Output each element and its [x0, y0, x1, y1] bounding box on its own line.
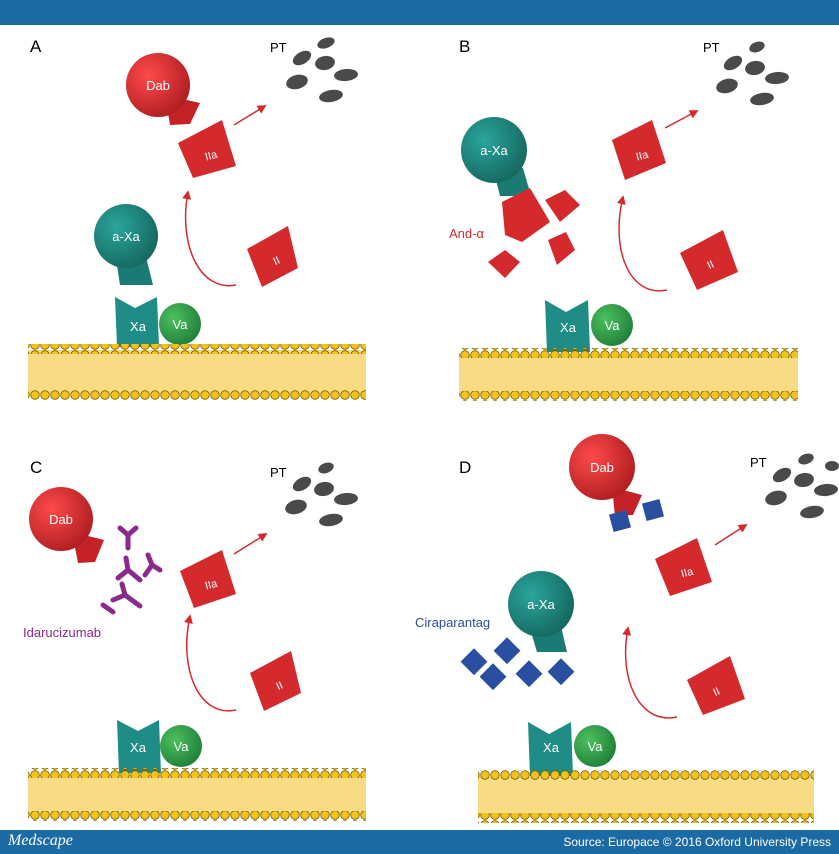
dabigatran: Dab	[29, 487, 104, 563]
anti-xa: a-Xa	[461, 117, 531, 196]
panel-label: C	[30, 458, 42, 477]
svg-text:II: II	[705, 259, 716, 272]
svg-text:IIa: IIa	[635, 148, 651, 163]
svg-text:Dab: Dab	[49, 512, 73, 527]
idarucizumab-label: Idarucizumab	[23, 625, 101, 640]
svg-text:a-Xa: a-Xa	[527, 597, 555, 612]
pt-label: PT	[270, 465, 287, 480]
pt-label: PT	[703, 40, 720, 55]
membrane	[28, 344, 366, 400]
platelets	[716, 41, 789, 106]
pt-label: PT	[750, 455, 767, 470]
svg-text:Dab: Dab	[590, 460, 614, 475]
factor-va: Va	[159, 303, 201, 345]
thrombin-iia: IIa	[612, 120, 666, 180]
panel-c: C PT Dab Idarucizumab IIa	[23, 458, 366, 821]
idarucizumab-antibodies	[100, 525, 163, 615]
panel-d: D PT Dab IIa II	[415, 434, 839, 823]
thrombin-iia: IIa	[178, 120, 236, 178]
anti-xa: a-Xa	[508, 571, 574, 652]
svg-text:Va: Va	[173, 317, 189, 332]
panel-label: A	[30, 37, 42, 56]
header-bar	[0, 0, 839, 25]
factor-xa: Xa	[117, 720, 161, 773]
prothrombin-ii: II	[687, 656, 745, 715]
membrane	[459, 348, 798, 401]
platelets	[286, 37, 358, 103]
platelets	[285, 462, 358, 527]
factor-xa: Xa	[528, 722, 573, 776]
panel-label: D	[459, 458, 471, 477]
panel-b: B PT a-Xa And-α IIa I	[449, 37, 798, 401]
svg-text:II: II	[711, 686, 722, 699]
anti-xa: a-Xa	[94, 204, 158, 285]
svg-text:II: II	[274, 680, 285, 693]
factor-va: Va	[591, 304, 633, 346]
dabigatran: Dab	[126, 53, 200, 125]
svg-text:Va: Va	[174, 739, 190, 754]
dabigatran: Dab	[569, 434, 642, 516]
svg-text:Va: Va	[588, 739, 604, 754]
svg-text:II: II	[271, 255, 282, 268]
svg-text:Dab: Dab	[146, 78, 170, 93]
factor-va: Va	[574, 725, 616, 767]
thrombin-iia: IIa	[180, 550, 236, 608]
panel-a: A PT Dab IIa II a-Xa	[28, 37, 366, 400]
ciraparantag-dab	[608, 498, 665, 533]
factor-va: Va	[160, 725, 202, 767]
prothrombin-ii: II	[250, 651, 301, 711]
svg-text:Xa: Xa	[130, 319, 147, 334]
svg-text:Va: Va	[605, 318, 621, 333]
andexanet-label: And-α	[449, 226, 484, 241]
panel-label: B	[459, 37, 470, 56]
medscape-logo: Medscape	[8, 832, 73, 849]
svg-text:IIa: IIa	[204, 148, 220, 163]
svg-text:IIa: IIa	[680, 565, 696, 580]
svg-text:Xa: Xa	[130, 740, 147, 755]
membrane	[28, 768, 366, 821]
pt-label: PT	[270, 40, 287, 55]
figure: A PT Dab IIa II a-Xa	[23, 37, 839, 823]
svg-text:IIa: IIa	[204, 577, 220, 592]
membrane	[478, 770, 814, 823]
svg-text:a-Xa: a-Xa	[112, 229, 140, 244]
factor-xa: Xa	[115, 297, 159, 347]
factor-xa: Xa	[545, 300, 590, 352]
thrombin-iia: IIa	[655, 538, 712, 596]
prothrombin-ii: II	[680, 230, 738, 290]
svg-text:Xa: Xa	[560, 320, 577, 335]
footer-bar: Medscape Source: Europace © 2016 Oxford …	[0, 830, 839, 854]
source-credit: Source: Europace © 2016 Oxford Universit…	[563, 835, 831, 849]
svg-text:a-Xa: a-Xa	[480, 143, 508, 158]
svg-text:Xa: Xa	[543, 740, 560, 755]
andexanet-alfa	[488, 188, 580, 278]
platelets	[765, 453, 839, 519]
ciraparantag-label: Ciraparantag	[415, 615, 490, 630]
prothrombin-ii: II	[247, 226, 298, 287]
